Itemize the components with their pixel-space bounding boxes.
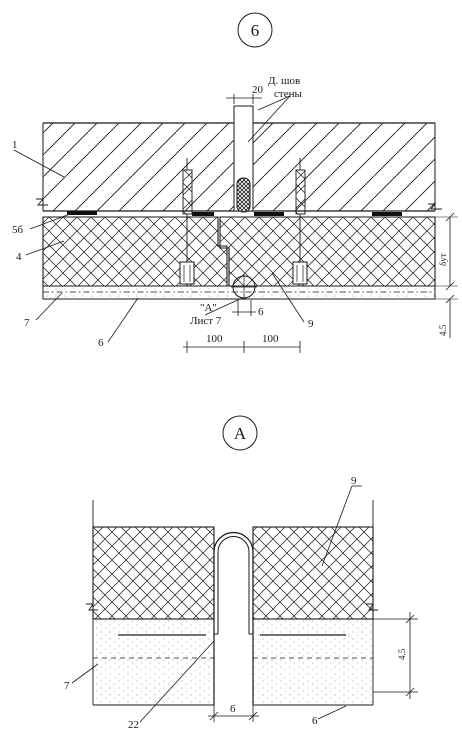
callout-circle-a [231, 274, 257, 300]
dim-right-text: 100 [262, 333, 279, 345]
label-adhesive: 5б [12, 224, 24, 236]
label-sealant: 9 [308, 318, 314, 330]
label-insulation: 4 [16, 251, 22, 263]
label-wall: 1 [12, 139, 18, 151]
dim-gap-text: 6 [258, 306, 264, 318]
detail-a-plaster [93, 618, 373, 706]
detail-a-insulation [92, 526, 374, 620]
detail-a-label-mesh: 7 [64, 680, 70, 692]
detail-a-dim-gap-text: 6 [230, 703, 236, 715]
dim-plaster-text: 4.5 [438, 324, 448, 336]
dim-thickness-text: δут [438, 253, 448, 266]
dim-top-text: 20 [252, 84, 264, 96]
detail-a-marker-text: А [234, 424, 247, 443]
seam-label-line2: стены [274, 88, 302, 100]
detail-a-joint-profile [213, 531, 254, 705]
callout-ref-line2: Лист 7 [190, 315, 222, 327]
anchor-right [292, 158, 308, 285]
insulation-boards [42, 216, 436, 287]
dim-left-text: 100 [206, 333, 223, 345]
detail-a-label-sealant: 9 [351, 475, 357, 487]
label-plaster: 6 [98, 337, 104, 349]
detail-a-dim-6 [208, 705, 259, 722]
section-6: 6 [12, 12, 458, 353]
detail-a-label-plaster: 6 [312, 715, 318, 727]
detail-a-marker: А [222, 415, 258, 451]
detail-a: А [64, 415, 418, 731]
section-6-marker: 6 [237, 12, 273, 48]
detail-a-label-profile: 22 [128, 719, 139, 731]
anchor-left [179, 158, 195, 285]
section-6-marker-text: 6 [251, 21, 260, 40]
detail-a-dim-plaster-text: 4.5 [397, 648, 407, 660]
dim-right-vertical [445, 212, 455, 338]
detail-a-dim-45 [373, 612, 418, 699]
label-mesh: 7 [24, 317, 30, 329]
leaders-section-6 [13, 95, 305, 343]
dim-100-100 [183, 300, 301, 353]
adhesive-strips [67, 211, 402, 216]
callout-ref-line1: "А" [200, 302, 217, 314]
seam-label-line1: Д. шов [268, 75, 300, 87]
dim-20 [226, 94, 262, 104]
leaders-detail-a [71, 485, 362, 723]
wall-expansion-joint [233, 105, 254, 213]
